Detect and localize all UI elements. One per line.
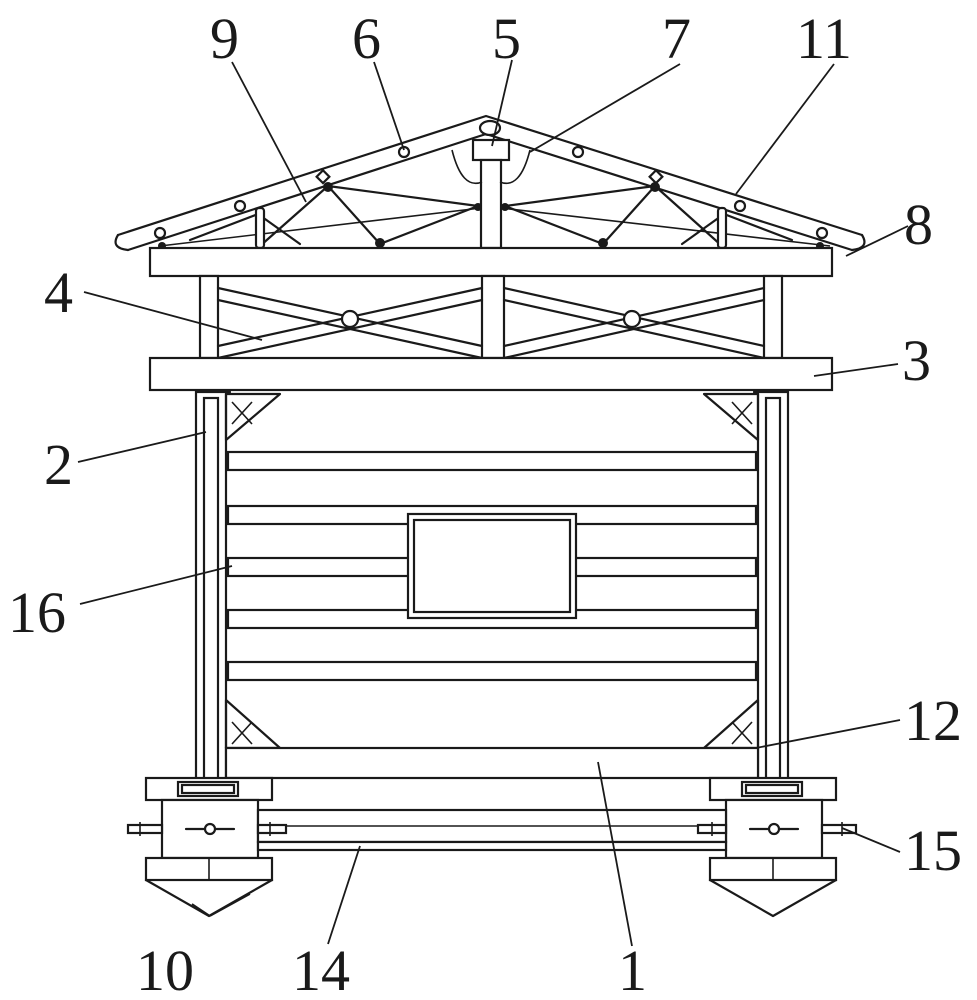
leader-15: [841, 827, 901, 853]
upper-post-left: [198, 274, 220, 360]
rafter-bolts: [153, 145, 829, 240]
wall-panels: [226, 450, 758, 682]
upper-post-right: [762, 274, 784, 360]
side-pins: [126, 822, 858, 836]
rafter-connectors: [315, 168, 664, 185]
eave-left: [114, 233, 130, 252]
label-14: 14: [292, 938, 350, 1000]
leader-10a: [191, 903, 211, 917]
label-11: 11: [796, 6, 852, 71]
label-12: 12: [904, 688, 962, 753]
leader-14: [327, 845, 361, 945]
middle-beam: [148, 356, 834, 392]
label-8: 8: [904, 192, 933, 257]
king-post-block: [471, 138, 511, 162]
leader-7: [529, 63, 681, 153]
ridge-bracket-r: [499, 149, 531, 185]
foot-spike-right: [708, 878, 838, 918]
label-10: 10: [136, 938, 194, 1000]
label-16: 16: [8, 580, 66, 645]
ridge-bracket: [451, 149, 483, 185]
label-3: 3: [902, 328, 931, 393]
leader-8: [845, 225, 909, 257]
leader-11: [735, 63, 835, 195]
brace-pin-right: [622, 309, 642, 329]
label-5: 5: [492, 6, 521, 71]
label-4: 4: [44, 260, 73, 325]
leader-2: [77, 431, 207, 463]
brace-pin-left: [340, 309, 360, 329]
upper-post-center: [480, 274, 506, 360]
roof-truss: [114, 114, 866, 252]
roof-strut-right: [716, 206, 728, 250]
label-2: 2: [44, 432, 73, 497]
column-right-inner: [764, 396, 782, 786]
top-beam: [148, 246, 834, 278]
roof-rafter-outer: [116, 114, 864, 237]
label-1: 1: [618, 938, 647, 1000]
leader-12: [755, 719, 901, 749]
window: [406, 512, 578, 620]
label-6: 6: [352, 6, 381, 71]
upper-frame: [198, 274, 784, 360]
base: [126, 776, 858, 918]
leader-3: [813, 363, 899, 377]
columns: [194, 390, 790, 792]
column-left-inner: [202, 396, 220, 786]
label-15: 15: [904, 818, 962, 883]
leader-10b: [209, 893, 251, 917]
leader-1: [597, 761, 633, 947]
eave-right: [850, 233, 866, 252]
king-post: [479, 158, 503, 250]
label-7: 7: [662, 6, 691, 71]
leader-9: [231, 61, 307, 203]
leader-16: [79, 565, 233, 605]
roof-strut-left: [254, 206, 266, 250]
leader-4: [83, 291, 263, 341]
leader-lines: [77, 59, 909, 947]
truss-joints: [158, 182, 824, 250]
leader-6: [373, 61, 405, 151]
bottom-beam: [224, 746, 760, 780]
foot-spike-left: [144, 878, 274, 918]
label-9: 9: [210, 6, 239, 71]
leader-5: [491, 59, 513, 147]
truss-lower-chord-right: [500, 207, 831, 247]
truss-web-left: [188, 184, 480, 248]
part-labels: 9 6 5 7 11 8 4 3 2 16 12 15 10 14 1: [8, 6, 962, 1000]
truss-lower-chord-left: [159, 207, 482, 247]
